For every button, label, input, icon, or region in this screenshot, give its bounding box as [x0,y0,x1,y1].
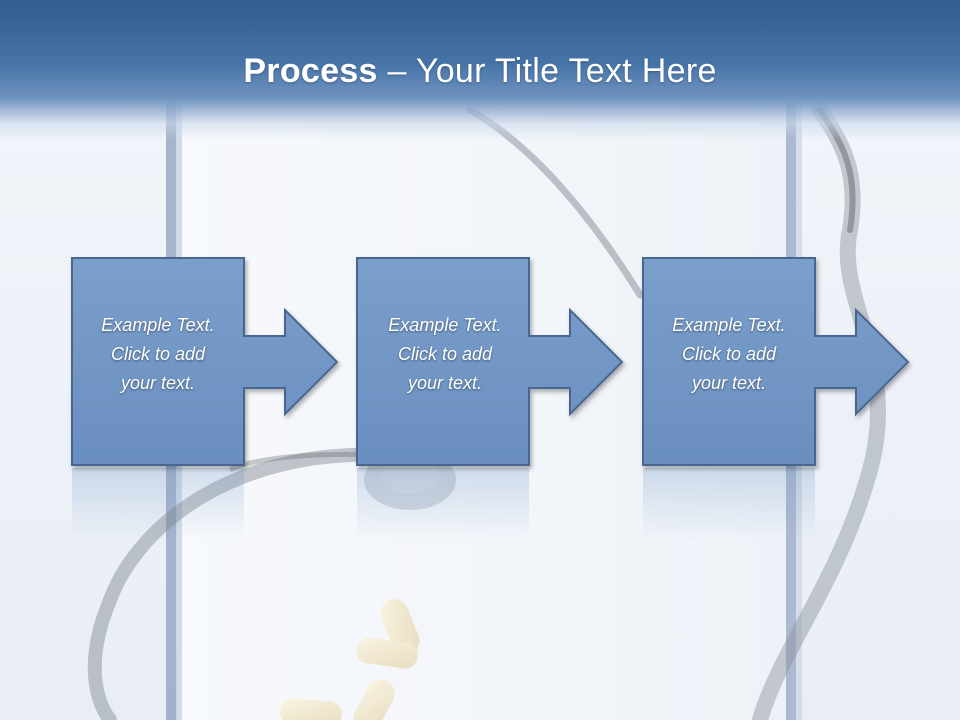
process-step-1-text[interactable]: Example Text. Click to add your text. [101,315,215,393]
process-step-3-text[interactable]: Example Text. Click to add your text. [672,315,786,393]
header-band: Process – Your Title Text Here [0,0,960,140]
title-bold: Process [243,52,378,90]
process-step-2-shape[interactable] [356,257,624,466]
capsules-image [280,599,420,720]
shape-reflections [72,468,815,540]
process-step-3-shape[interactable] [642,257,910,466]
title-rest: – Your Title Text Here [377,52,717,90]
slide-title[interactable]: Process – Your Title Text Here [0,52,960,91]
process-step-1-shape[interactable] [71,257,339,466]
process-step-2-text[interactable]: Example Text. Click to add your text. [388,315,502,393]
